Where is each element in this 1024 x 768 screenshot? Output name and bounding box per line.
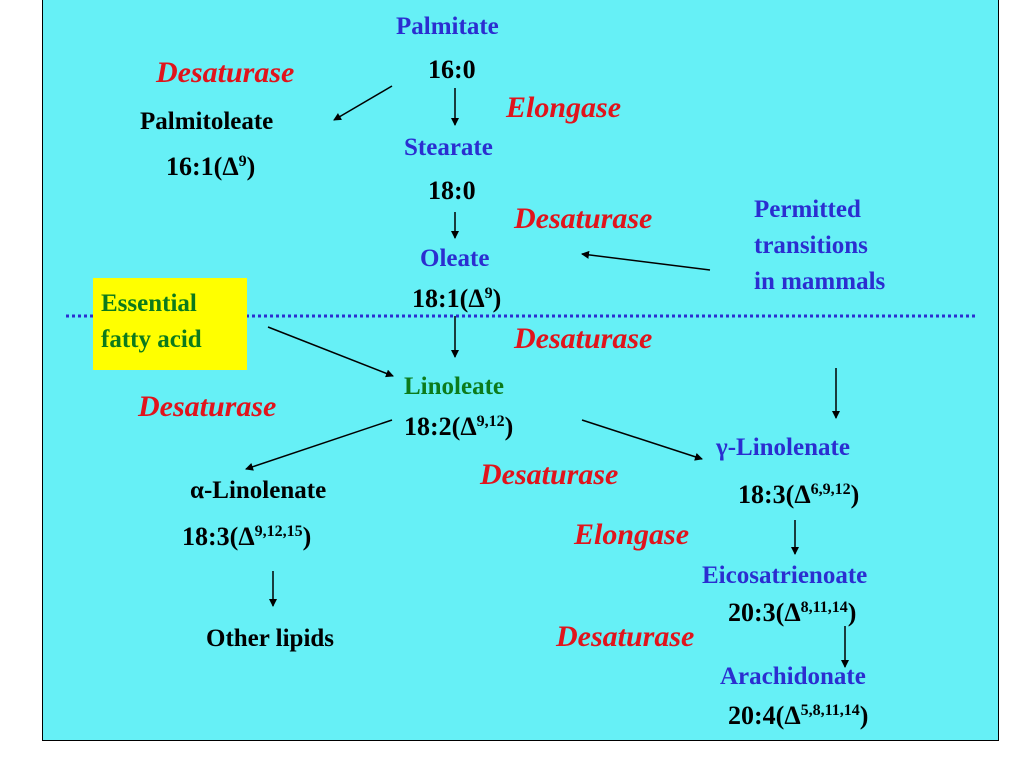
stearate-name: Stearate [404,134,493,161]
enzyme-desaturase-2: Desaturase [514,202,653,235]
oleate-formula: 18:1(Δ9) [412,284,502,313]
essential-fatty-acid-box: Essential fatty acid [93,278,247,370]
arachidonate-name: Arachidonate [720,663,866,690]
permitted-line-3: in mammals [754,268,886,295]
palmitoleate-formula: 16:1(Δ9) [166,152,256,181]
enzyme-desaturase-4: Desaturase [138,390,277,423]
eicosatrienoate-name: Eicosatrienoate [702,562,868,589]
arrow-linoleate-to-gamma [581,419,703,461]
eicosatrienoate-formula: 20:3(Δ8,11,14) [728,598,857,627]
enzyme-elongase-1: Elongase [506,91,622,124]
palmitate-name: Palmitate [396,13,499,40]
enzyme-desaturase-5: Desaturase [480,458,619,491]
enzyme-desaturase-6: Desaturase [556,620,695,653]
essential-line-2: fatty acid [101,326,202,353]
alpha-linolenate-formula: 18:3(Δ9,12,15) [182,522,312,551]
palmitate-formula: 16:0 [428,55,476,84]
linoleate-formula: 18:2(Δ9,12) [404,412,514,441]
permitted-line-1: Permitted [754,196,861,223]
other-lipids-label: Other lipids [206,625,335,652]
gamma-linolenate-name: γ-Linolenate [716,434,850,461]
enzyme-desaturase-3: Desaturase [514,322,653,355]
arrow-palmitate-to-palmitoleate [333,85,393,121]
arrow-permitted-to-oleate [581,250,711,271]
oleate-name: Oleate [420,245,490,272]
diagram-panel [42,0,999,741]
stearate-formula: 18:0 [428,176,476,205]
arrow-essential-to-linoleate [267,326,394,378]
essential-line-1: Essential [101,290,197,317]
alpha-linolenate-name: α-Linolenate [190,477,327,504]
enzyme-desaturase-1: Desaturase [156,56,295,89]
gamma-linolenate-formula: 18:3(Δ6,9,12) [738,480,860,509]
arachidonate-formula: 20:4(Δ5,8,11,14) [728,701,869,730]
permitted-transitions-note: Permitted transitions in mammals [754,192,885,300]
arrow-linoleate-to-alpha [245,419,393,471]
permitted-line-2: transitions [754,232,868,259]
linoleate-name: Linoleate [404,373,504,400]
enzyme-elongase-2: Elongase [574,518,690,551]
palmitoleate-name: Palmitoleate [140,108,274,135]
